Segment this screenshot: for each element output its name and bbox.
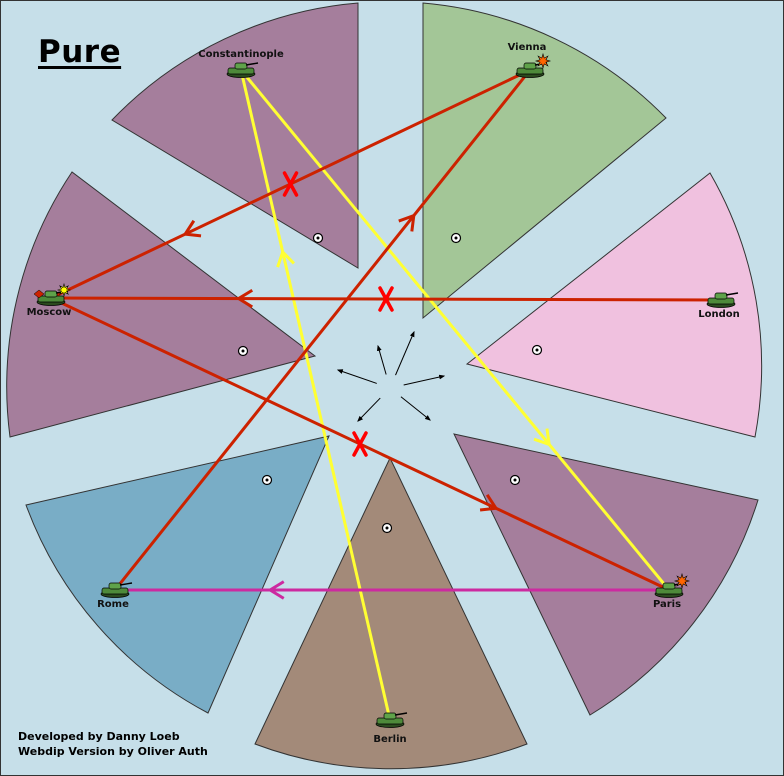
failed-order-x — [378, 286, 394, 312]
order-chevron — [182, 219, 202, 238]
territory-london[interactable] — [465, 172, 763, 438]
diamond-marker-icon — [33, 289, 45, 299]
tank-barrel — [245, 62, 259, 66]
center-arrows — [336, 330, 446, 422]
city-label-moscow: Moscow — [26, 307, 72, 318]
city-label-vienna: Vienna — [507, 42, 547, 53]
city-label-constantinople: Constantinople — [198, 49, 284, 60]
army-unit-moscow[interactable] — [33, 282, 72, 306]
supply-center-paris — [509, 474, 521, 486]
order-chevron — [276, 249, 295, 268]
supply-center-dot — [265, 478, 269, 482]
dislodged-star-icon — [673, 572, 691, 590]
army-unit-paris[interactable] — [654, 572, 691, 598]
order-rome-to-vienna[interactable] — [113, 68, 532, 592]
supply-center-moscow — [237, 345, 249, 357]
order-chevron — [267, 580, 285, 600]
failed-order-x — [282, 171, 299, 197]
tank-turret — [662, 582, 676, 590]
supply-center-vienna — [450, 232, 462, 244]
units-layer — [33, 52, 739, 728]
territory-rome[interactable] — [25, 435, 330, 714]
supply-center-dot — [241, 349, 245, 353]
map-title: Pure — [38, 34, 122, 70]
orders-layer — [49, 68, 723, 722]
center-arrow — [395, 330, 415, 376]
center-arrow — [400, 396, 431, 421]
army-unit-vienna[interactable] — [515, 52, 552, 78]
order-chevron — [235, 288, 254, 309]
tank-turret — [383, 712, 397, 720]
army-unit-rome[interactable] — [100, 582, 133, 598]
order-line — [239, 68, 671, 592]
territory-berlin[interactable] — [254, 456, 528, 770]
territory-vienna[interactable] — [422, 2, 667, 320]
tank-barrel — [394, 712, 408, 716]
dislodged-star-icon — [534, 52, 552, 70]
order-berlin-to-constantinople[interactable] — [239, 68, 392, 722]
tank-turret — [523, 62, 537, 70]
supply-center-dot — [385, 526, 389, 530]
order-line — [239, 68, 392, 722]
tank-turret — [234, 62, 248, 70]
city-label-rome: Rome — [97, 599, 129, 610]
supply-center-dot — [454, 236, 458, 240]
x-stroke — [282, 171, 299, 197]
tank-turret — [108, 582, 122, 590]
order-chevron — [533, 428, 551, 447]
supply-center-dot — [513, 478, 517, 482]
army-unit-london[interactable] — [706, 292, 739, 308]
city-label-london: London — [698, 309, 740, 320]
tank-turret — [44, 290, 58, 298]
center-arrow — [357, 397, 381, 422]
tank-turret — [714, 292, 728, 300]
order-chevron — [398, 213, 416, 232]
order-constantinople-to-paris[interactable] — [239, 68, 671, 592]
supply-center-dot — [535, 348, 539, 352]
credit-developer: Developed by Danny Loeb — [18, 730, 180, 743]
city-label-berlin: Berlin — [373, 734, 407, 745]
order-moscow-to-paris[interactable] — [49, 296, 671, 592]
order-line — [113, 68, 532, 592]
x-stroke — [378, 286, 394, 312]
credit-webdip: Webdip Version by Oliver Auth — [18, 745, 208, 758]
supply-center-constantinople — [312, 232, 324, 244]
tank-barrel — [725, 292, 739, 296]
territory-moscow[interactable] — [6, 171, 317, 438]
order-chevron — [479, 494, 499, 512]
territory-layer — [6, 2, 763, 770]
order-paris-to-rome[interactable] — [113, 580, 671, 600]
order-vienna-to-moscow[interactable] — [49, 68, 532, 300]
tank-barrel — [119, 582, 133, 586]
supply-center-dot — [316, 236, 320, 240]
army-unit-constantinople[interactable] — [226, 62, 259, 78]
supply-center-berlin — [381, 522, 393, 534]
territory-constantinople[interactable] — [111, 2, 359, 269]
order-london-to-moscow[interactable] — [49, 286, 723, 312]
supply-center-london — [531, 344, 543, 356]
failed-order-x — [352, 431, 368, 457]
territory-paris[interactable] — [453, 433, 759, 716]
center-arrow — [336, 369, 377, 384]
center-arrow — [403, 374, 446, 386]
credits: Developed by Danny Loeb Webdip Version b… — [18, 729, 208, 759]
supply-center-rome — [261, 474, 273, 486]
x-stroke — [352, 431, 368, 457]
city-label-paris: Paris — [652, 599, 682, 610]
center-arrow — [377, 344, 387, 375]
army-unit-berlin[interactable] — [375, 712, 408, 728]
retreat-star-icon — [56, 282, 72, 298]
